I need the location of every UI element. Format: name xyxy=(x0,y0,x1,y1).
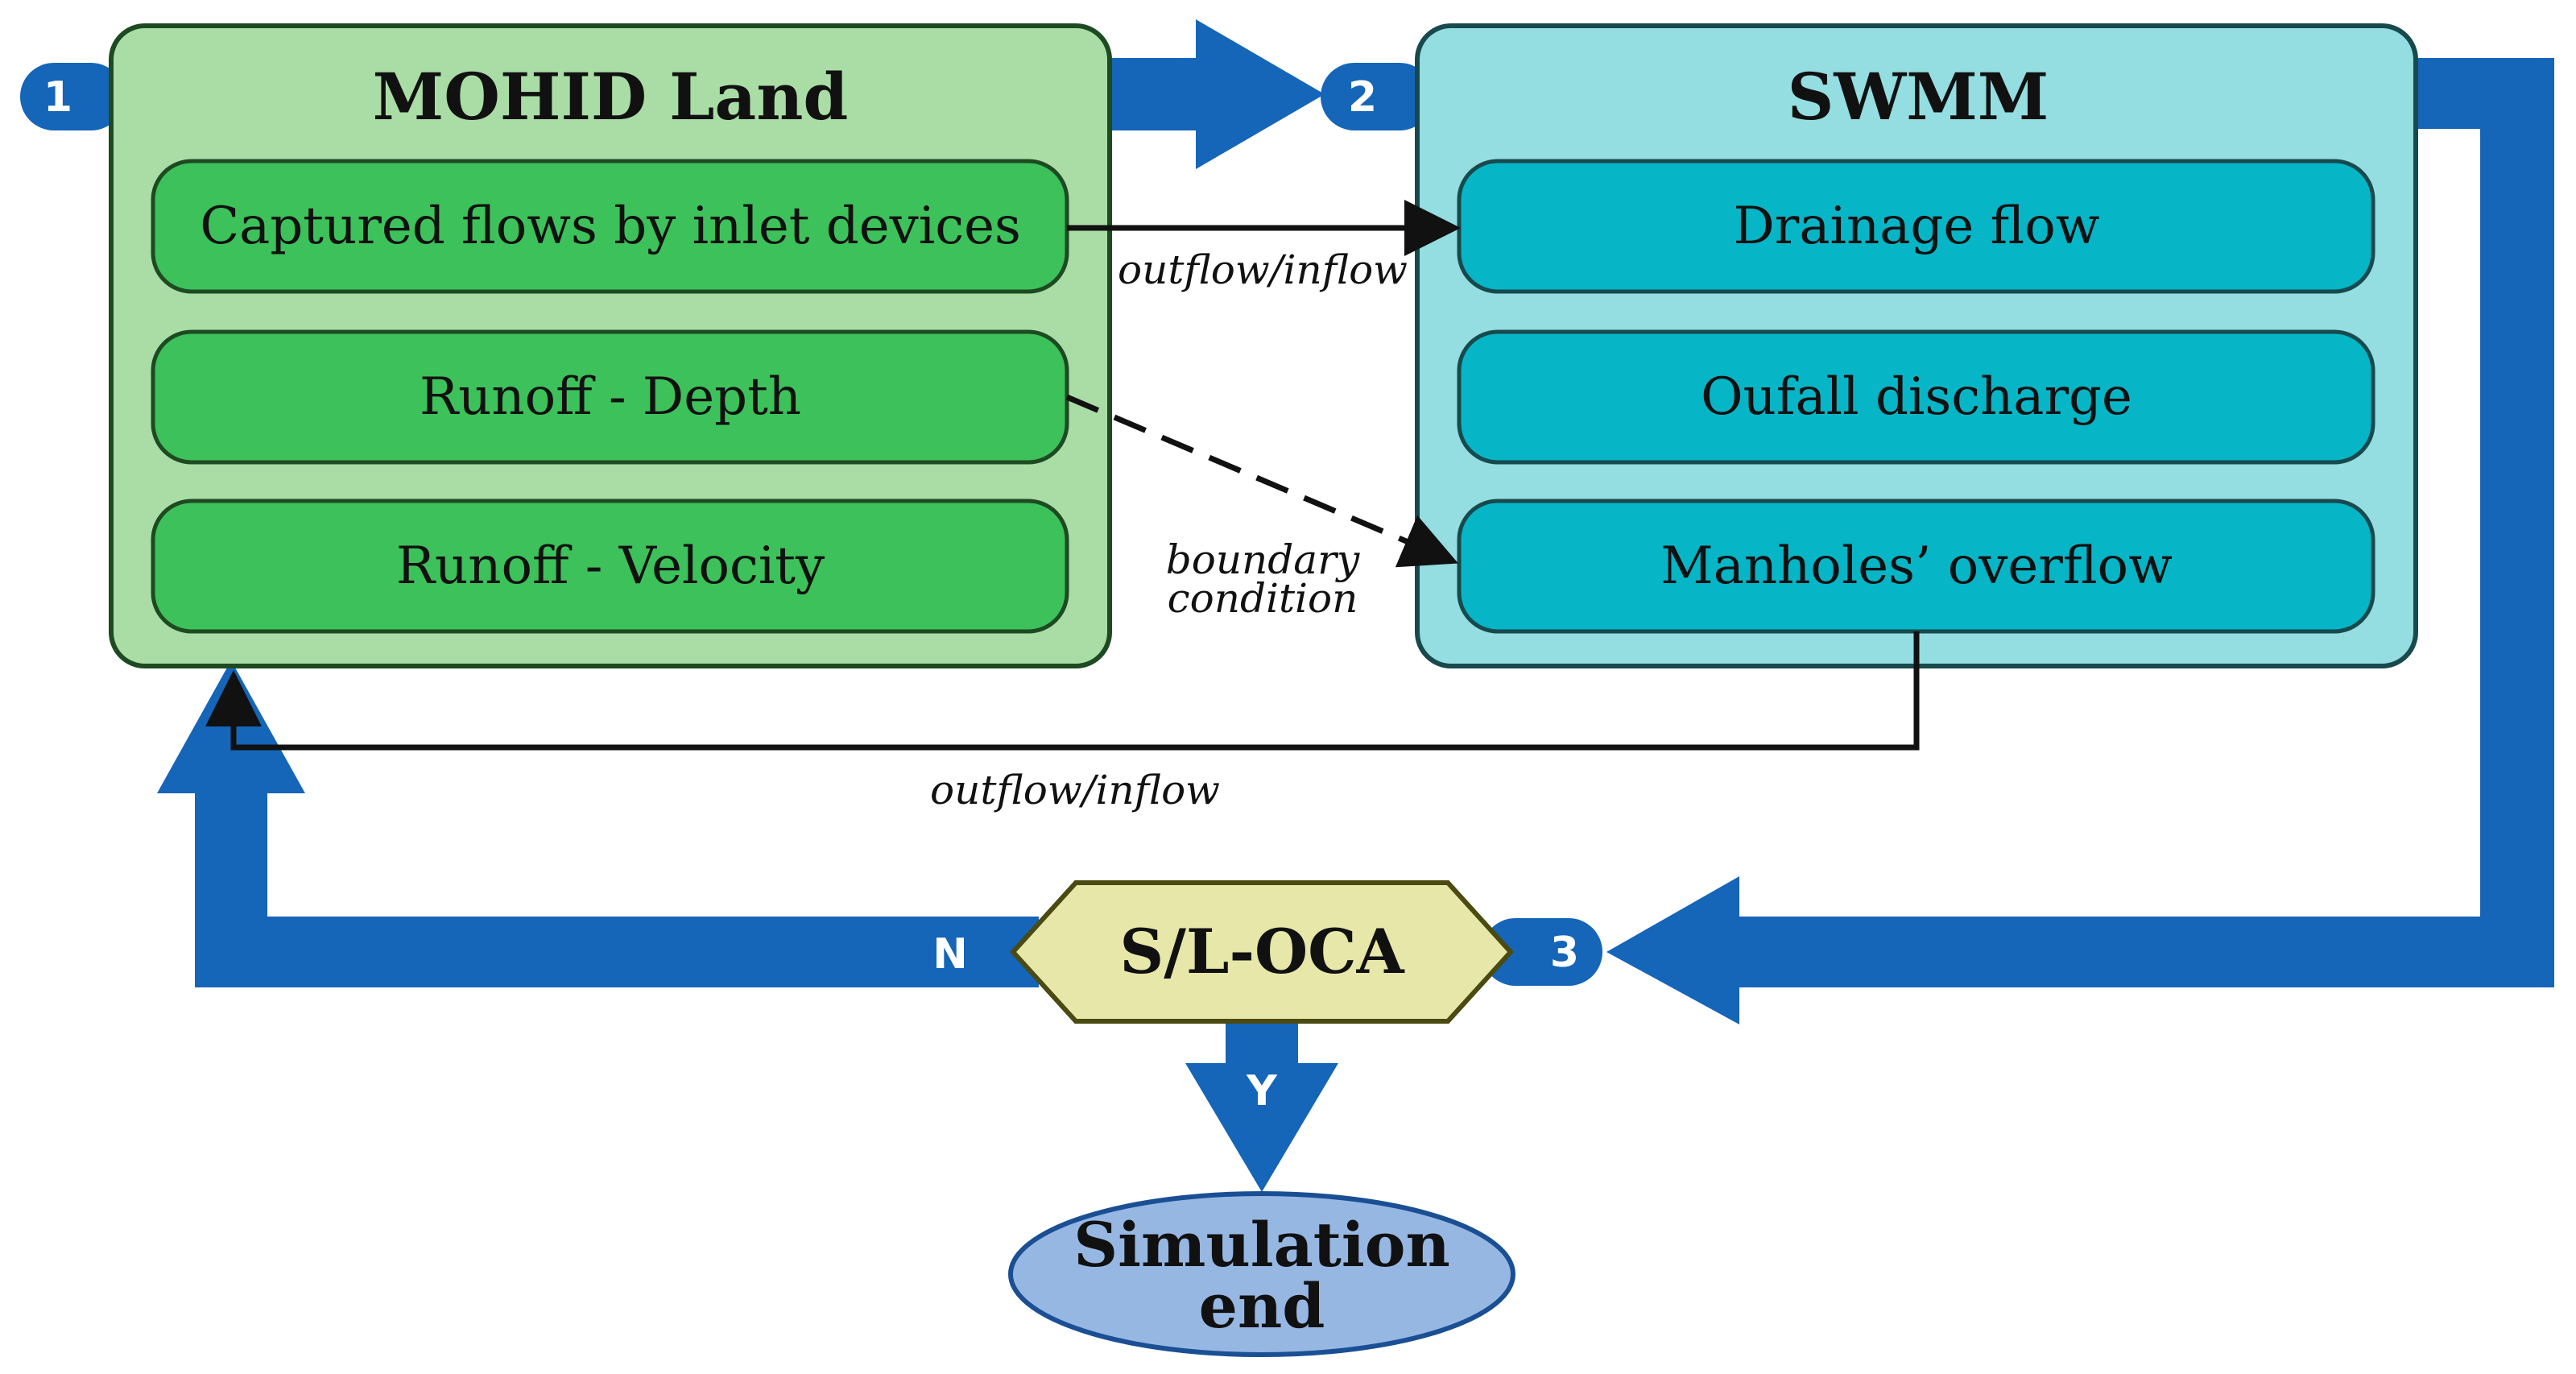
boundary-label-line2: condition xyxy=(1168,575,1358,622)
decision-hexagon xyxy=(1009,880,1515,1024)
step3-badge xyxy=(1482,918,1602,986)
yes-branch-label: Y xyxy=(1246,1067,1278,1115)
convergence-check: N S/L-OCA Y xyxy=(932,880,1515,1115)
swmm-item-box xyxy=(1457,329,2375,465)
check-to-end-arrowhead xyxy=(1185,1063,1338,1192)
main-flow-arrows: 1 2 3 xyxy=(20,19,2554,1192)
swmm-panel: SWMM Drainage flow Oufall discharge Manh… xyxy=(1415,23,2418,668)
mohid-panel-title: MOHID Land xyxy=(373,59,849,135)
end-ellipse xyxy=(1008,1191,1515,1357)
check-to-mohid-path xyxy=(195,789,1039,987)
mohid-to-swmm-arrowhead xyxy=(1196,19,1325,169)
mohid-item-runoff-depth: Runoff - Depth xyxy=(420,367,801,427)
manholes-to-mohid-connector xyxy=(205,631,1920,751)
mohid-item-captured-flows: Captured flows by inlet devices xyxy=(200,197,1021,256)
mohid-item-box xyxy=(151,499,1069,634)
no-branch-label: N xyxy=(932,930,968,979)
swmm-item-drainage-flow: Drainage flow xyxy=(1733,197,2099,256)
step3-label: 3 xyxy=(1550,929,1579,977)
check-to-end-shaft xyxy=(1226,1018,1298,1066)
decision-label: S/L-OCA xyxy=(1119,916,1404,987)
step2-badge xyxy=(1321,63,1433,130)
mohid-land-panel: MOHID Land Captured flows by inlet devic… xyxy=(109,23,1112,668)
swmm-panel-title: SWMM xyxy=(1788,59,2049,135)
coupling-connectors: outflow/inflow boundary condition outflo… xyxy=(205,200,1920,813)
mohid-item-runoff-velocity: Runoff - Velocity xyxy=(396,536,825,596)
end-label-line1: Simulation xyxy=(1073,1209,1449,1281)
bottom-connector-label: outflow/inflow xyxy=(930,767,1220,813)
swmm-to-check-arrowhead xyxy=(1606,876,1739,1024)
step1-label: 1 xyxy=(43,73,72,122)
mohid-to-swmm-shaft xyxy=(1103,58,1212,130)
depth-to-manholes-connector xyxy=(1065,394,1458,568)
top-connector-label: outflow/inflow xyxy=(1118,246,1408,293)
end-label-line2: end xyxy=(1199,1270,1325,1342)
swmm-item-manholes-overflow: Manholes’ overflow xyxy=(1660,536,2173,596)
boundary-label-line1: boundary xyxy=(1166,536,1360,583)
step1-badge xyxy=(20,63,125,130)
swmm-item-outfall-discharge: Oufall discharge xyxy=(1701,367,2132,427)
simulation-end-node: Simulation end xyxy=(1008,1191,1515,1357)
step2-label: 2 xyxy=(1348,73,1377,122)
